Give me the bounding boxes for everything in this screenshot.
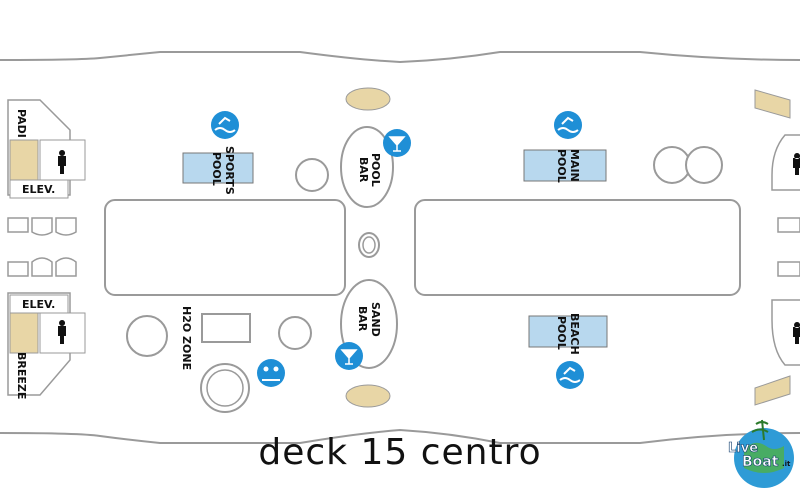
beach-pool-label-2: POOL [555,316,568,350]
elev-bottom-box [9,294,69,314]
logo-line1: Live [728,441,758,456]
restroom-icon [793,153,800,175]
breeze-label: BREEZE [15,352,28,399]
main-pool [523,149,607,182]
beach-pool-label-1: BEACH [568,313,581,355]
seating-left [7,217,77,277]
h2o-splash-circle [126,315,168,357]
kids-icon [257,359,285,387]
elev-top-label: ELEV. [22,183,55,196]
sports-pool [182,152,254,184]
lounger-right [754,89,791,119]
breeze-stairs [9,312,39,354]
jacuzzi [295,158,329,192]
h2o-splash-pool [200,363,250,413]
swimmer-icon [556,361,584,389]
deck-caption: deck 15 centro [258,432,542,473]
center-well-left [104,199,346,296]
main-pool-label-2: POOL [555,149,568,183]
hull-outline [0,51,800,64]
sand-bar-label-1: SAND [369,302,382,337]
lounger-right-bottom [754,375,791,406]
lounger-top [345,87,391,111]
main-pool-label-1: MAIN [568,149,581,182]
right-structure-bottom [771,299,800,366]
right-structure-top [771,134,800,191]
cocktail-icon [383,129,411,157]
jacuzzi [653,146,691,184]
seating-right [777,217,800,277]
logo-line2: Boat [742,454,779,470]
h2o-zone-pad [201,313,251,343]
sports-pool-label-2: POOL [210,152,223,186]
padi-stairs [9,139,39,181]
restroom-icon [58,320,66,344]
elev-bottom-label: ELEV. [22,298,55,311]
center-oval [358,232,380,258]
pool-bar-label-1: POOL [369,153,382,187]
logo-suffix: .it [782,460,791,468]
liveboat-logo: Live Boat .it [728,419,794,488]
pool-bar-counter [340,126,394,208]
swimmer-icon [211,111,239,139]
sand-bar-label-2: BAR [356,306,369,332]
jacuzzi [685,146,723,184]
cocktail-icon [335,342,363,370]
lounger-bottom [345,384,391,408]
jacuzzi [278,316,312,350]
swimmer-icon [554,111,582,139]
pool-bar-label-2: BAR [357,157,370,183]
restroom-icon [793,322,800,344]
beach-pool [528,315,608,348]
padi-label: PADI [15,109,28,138]
h2o-zone-label: H2O ZONE [180,306,193,370]
center-well-right [414,199,741,296]
sports-pool-label-1: SPORTS [223,146,236,195]
restroom-icon [58,150,66,174]
hull-outline-bottom [0,428,800,444]
elev-top-box [9,179,69,199]
